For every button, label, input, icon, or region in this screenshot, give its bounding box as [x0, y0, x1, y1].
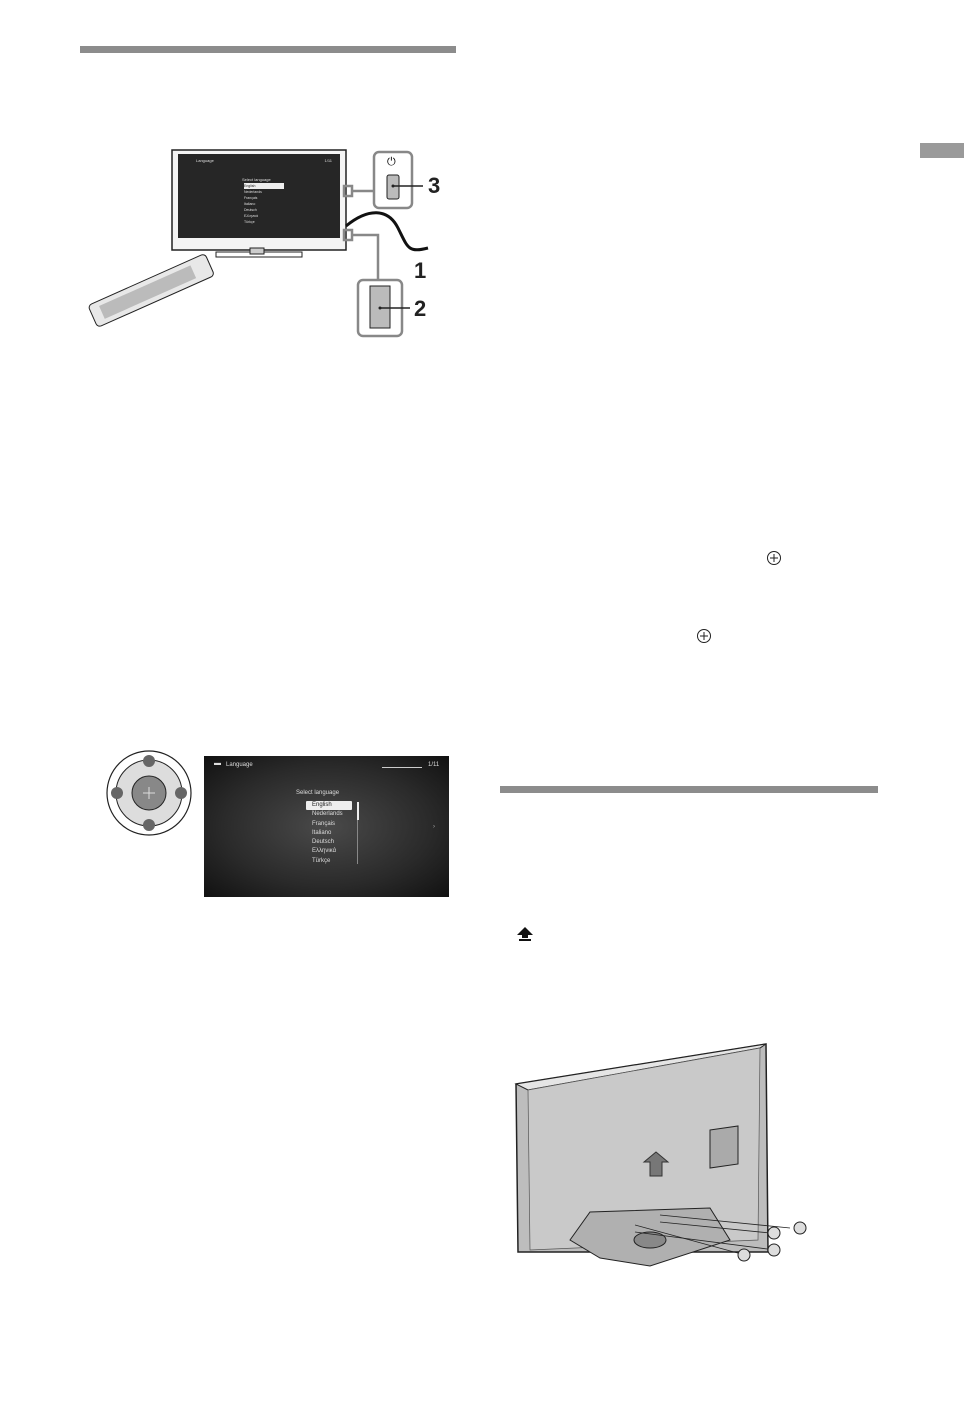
- right-arrow-icon: ›: [433, 824, 435, 830]
- language-option[interactable]: Français: [244, 196, 258, 200]
- screen-prompt: Select language: [242, 177, 271, 182]
- menu-icon: ▬: [214, 760, 221, 767]
- language-option[interactable]: Français: [312, 820, 336, 827]
- callout-1: 1: [414, 258, 427, 283]
- enter-circle-icon: [697, 629, 711, 643]
- language-option[interactable]: Ελληνικά: [244, 214, 259, 218]
- screen-page: 1/11: [324, 158, 333, 163]
- chapter-tab: [920, 143, 964, 158]
- up-arrow-icon: [517, 927, 533, 941]
- callout-2: 2: [414, 296, 427, 321]
- tv-stand-removal-illustration: [514, 1043, 807, 1267]
- power-icon: ⏻: [387, 156, 396, 168]
- tv-setup-illustration: ⏻ 3 1 2 Language 1/11 Select language En…: [88, 148, 448, 340]
- small-tv-screen: Language 1/11 Select language English Ne…: [186, 157, 336, 235]
- language-option[interactable]: Italiano: [312, 829, 332, 836]
- language-option-selected[interactable]: English: [306, 801, 352, 811]
- language-option[interactable]: Türkçe: [244, 220, 255, 224]
- language-option[interactable]: Italiano: [244, 202, 256, 206]
- language-option[interactable]: Ελληνικά: [312, 848, 337, 855]
- screen-title: Language: [196, 158, 214, 163]
- language-option[interactable]: Deutsch: [244, 208, 257, 212]
- callout-3: 3: [428, 173, 441, 198]
- section-rule-left: [80, 46, 456, 53]
- section-rule-right: [500, 786, 878, 793]
- enter-circle-icon: [767, 551, 781, 565]
- screen-page: 1/11: [428, 762, 440, 768]
- language-option[interactable]: Nederlands: [244, 190, 262, 194]
- language-option[interactable]: Deutsch: [312, 839, 335, 846]
- screen-prompt: Select language: [296, 790, 340, 796]
- remote-control-drawing: [88, 254, 214, 327]
- tv-remote-drawing: [88, 149, 429, 338]
- dpad-icon: [106, 750, 192, 836]
- language-option[interactable]: English: [244, 183, 284, 189]
- language-option[interactable]: Türkçe: [312, 857, 331, 864]
- screen-title: Language: [226, 762, 253, 768]
- language-screen: ▬ Language 1/11 Select language English …: [204, 756, 449, 897]
- progress-line: [382, 767, 422, 768]
- scrollbar[interactable]: [357, 802, 359, 864]
- language-option[interactable]: Nederlands: [312, 811, 343, 818]
